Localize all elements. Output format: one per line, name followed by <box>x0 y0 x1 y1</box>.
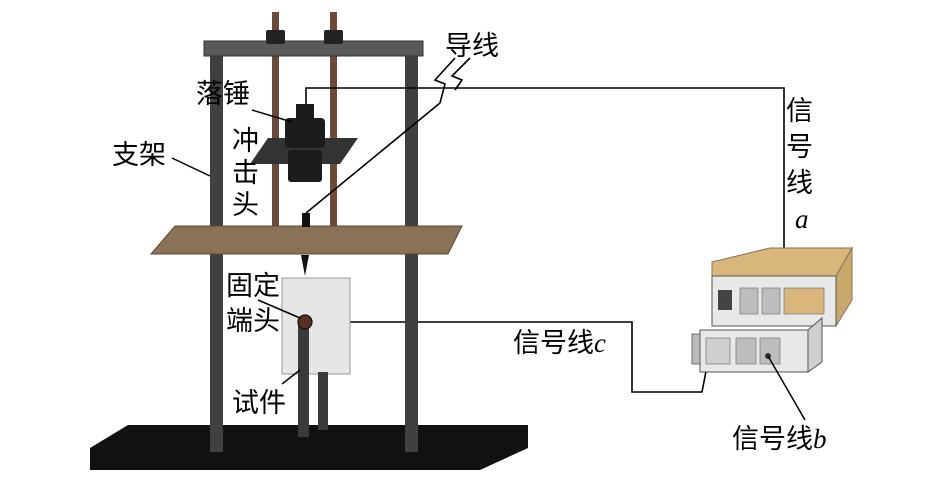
signal-line-c-wire <box>305 321 713 393</box>
device-top-panel-2 <box>761 287 781 315</box>
impact-head-label-char-1: 冲 <box>232 126 259 157</box>
guide-rod-right <box>330 12 337 244</box>
support-frame-label: 支架 <box>112 140 166 171</box>
specimen-leader <box>281 369 301 385</box>
hammer-body-upper <box>285 118 325 148</box>
rod-nut-left <box>266 30 285 44</box>
drop-hammer-label: 落锤 <box>196 79 250 110</box>
device-bottom-panel-1 <box>705 337 731 365</box>
specimen-label: 试件 <box>232 388 286 419</box>
rod-nut-right <box>324 30 343 44</box>
base-plate <box>90 425 528 470</box>
wire-label-leader-2 <box>450 57 471 91</box>
signal-line-c-label-text: 信号线 <box>513 328 594 359</box>
signal-line-a-label-char-2: 号 <box>786 132 813 163</box>
device-top-surface <box>711 247 853 277</box>
device-top-screen <box>718 290 732 310</box>
fixed-end-label-line-1: 固定 <box>226 271 280 302</box>
guide-rod-left <box>272 12 279 244</box>
middle-table <box>149 225 463 255</box>
signal-line-a-label-char-1: 信 <box>786 96 813 127</box>
device-bottom-panel-2 <box>735 337 757 365</box>
wire-hammer-to-device <box>305 87 785 250</box>
top-crossbeam <box>203 40 424 57</box>
signal-line-a-label-letter: a <box>795 204 809 234</box>
drop-hammer-leader <box>251 109 293 123</box>
wire-impact-head <box>305 102 441 214</box>
specimen-block <box>281 277 351 375</box>
fixed-end-knob <box>297 314 313 330</box>
fixed-end-leader <box>257 299 301 319</box>
device-bottom-handle <box>691 333 701 365</box>
impact-tip <box>301 255 309 276</box>
signal-line-a-label-char-3: 线 <box>786 168 813 199</box>
hammer-top <box>296 104 314 120</box>
signal-line-b-leader <box>767 355 806 421</box>
signal-line-c-label-letter: c <box>594 328 606 358</box>
wire-label: 导线 <box>445 31 499 62</box>
device-bottom-panel-3 <box>759 337 781 365</box>
measurement-device <box>691 246 853 373</box>
specimen-leg-left <box>298 322 309 437</box>
impact-head-label-char-2: 击 <box>232 158 259 189</box>
device-top-panel-3 <box>783 287 825 315</box>
signal-line-b-label-text: 信号线 <box>732 424 813 455</box>
support-leader <box>171 157 211 177</box>
signal-line-b-label-letter: b <box>813 424 827 454</box>
signal-line-b-label: 信号线b <box>732 424 827 455</box>
impact-head <box>302 213 310 227</box>
signal-line-c-label: 信号线c <box>513 328 606 359</box>
specimen-leg-right <box>318 372 328 430</box>
hammer-body-lower <box>288 150 322 182</box>
wire-label-leader-1 <box>433 57 456 104</box>
impact-head-label-char-3: 头 <box>232 190 259 221</box>
device-top-panel-1 <box>739 287 759 315</box>
fixed-end-label-line-2: 端头 <box>226 306 280 337</box>
